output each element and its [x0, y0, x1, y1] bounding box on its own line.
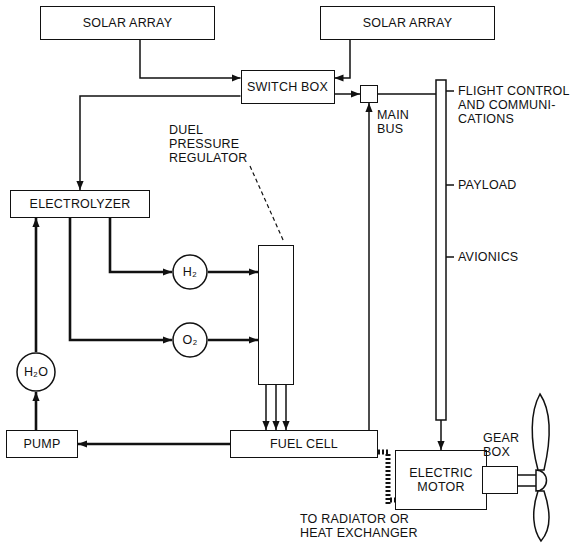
node-text: SOLAR ARRAY: [83, 16, 173, 30]
process-box: SWITCH BOX: [241, 70, 335, 104]
flow-arrow: [110, 218, 172, 272]
node-text: DUEL PRESSURE REGULATOR: [169, 123, 249, 165]
load-label: AVIONICS: [458, 250, 570, 264]
node-text: SOLAR ARRAY: [363, 16, 453, 30]
process-box: FUEL CELL: [230, 430, 378, 458]
load-tick: [446, 184, 454, 186]
node-text: O₂: [183, 333, 198, 347]
propeller-blade: [532, 394, 549, 470]
bus-bar: [436, 80, 446, 420]
flow-arrow: [208, 339, 258, 342]
note-label: TO RADIATOR OR HEAT EXCHANGER: [300, 512, 420, 540]
flow-arrow: [70, 218, 172, 340]
flow-arrow: [285, 385, 287, 430]
shaft: [518, 474, 536, 476]
flow-arrow: [35, 392, 38, 430]
tank-circle: H₂O: [16, 352, 56, 392]
circle-outline: [173, 255, 207, 289]
flow-arrow: [378, 94, 441, 450]
node-text: H₂O: [24, 365, 48, 379]
tank-circle: O₂: [172, 322, 208, 358]
flow-arrow: [335, 93, 361, 95]
node-text: GEAR BOX: [483, 431, 525, 459]
bus-junction: MAIN BUS: [360, 85, 378, 103]
load-tick: [446, 90, 454, 92]
flow-arrow: [335, 40, 351, 78]
regulator-box: DUEL PRESSURE REGULATOR: [258, 245, 294, 385]
source-box: SOLAR ARRAY: [40, 6, 215, 40]
node-text: ELECTROLYZER: [30, 197, 131, 211]
circle-outline: [173, 323, 207, 357]
heat-line: [378, 452, 388, 506]
gearbox-box: GEAR BOX: [482, 466, 518, 494]
shaft: [518, 485, 536, 487]
load-label: PAYLOAD: [458, 178, 570, 192]
circle-outline: [17, 353, 55, 391]
flow-arrow: [140, 40, 241, 78]
process-box: PUMP: [6, 430, 78, 458]
propeller-hub: [536, 470, 547, 491]
flow-arrow: [368, 103, 370, 430]
motor-box: ELECTRIC MOTOR: [395, 450, 487, 510]
tank-circle: H₂: [172, 254, 208, 290]
flow-arrow: [275, 385, 277, 430]
flow-arrow: [265, 385, 267, 430]
process-box: ELECTROLYZER: [10, 190, 150, 218]
source-box: SOLAR ARRAY: [320, 6, 495, 40]
node-text: SWITCH BOX: [247, 80, 328, 94]
node-text: H₂: [183, 265, 197, 279]
leader-line: [250, 166, 284, 242]
flow-arrow: [78, 443, 230, 446]
flow-arrow: [35, 218, 38, 352]
node-text: PUMP: [24, 437, 61, 451]
node-text: MAIN BUS: [377, 108, 421, 136]
flow-arrow: [208, 271, 258, 274]
node-text: ELECTRIC MOTOR: [396, 466, 486, 494]
load-label: FLIGHT CONTROL AND COMMUNI- CATIONS: [458, 84, 570, 126]
node-text: FUEL CELL: [270, 437, 338, 451]
propeller-blade: [534, 491, 549, 541]
load-tick: [446, 256, 454, 258]
